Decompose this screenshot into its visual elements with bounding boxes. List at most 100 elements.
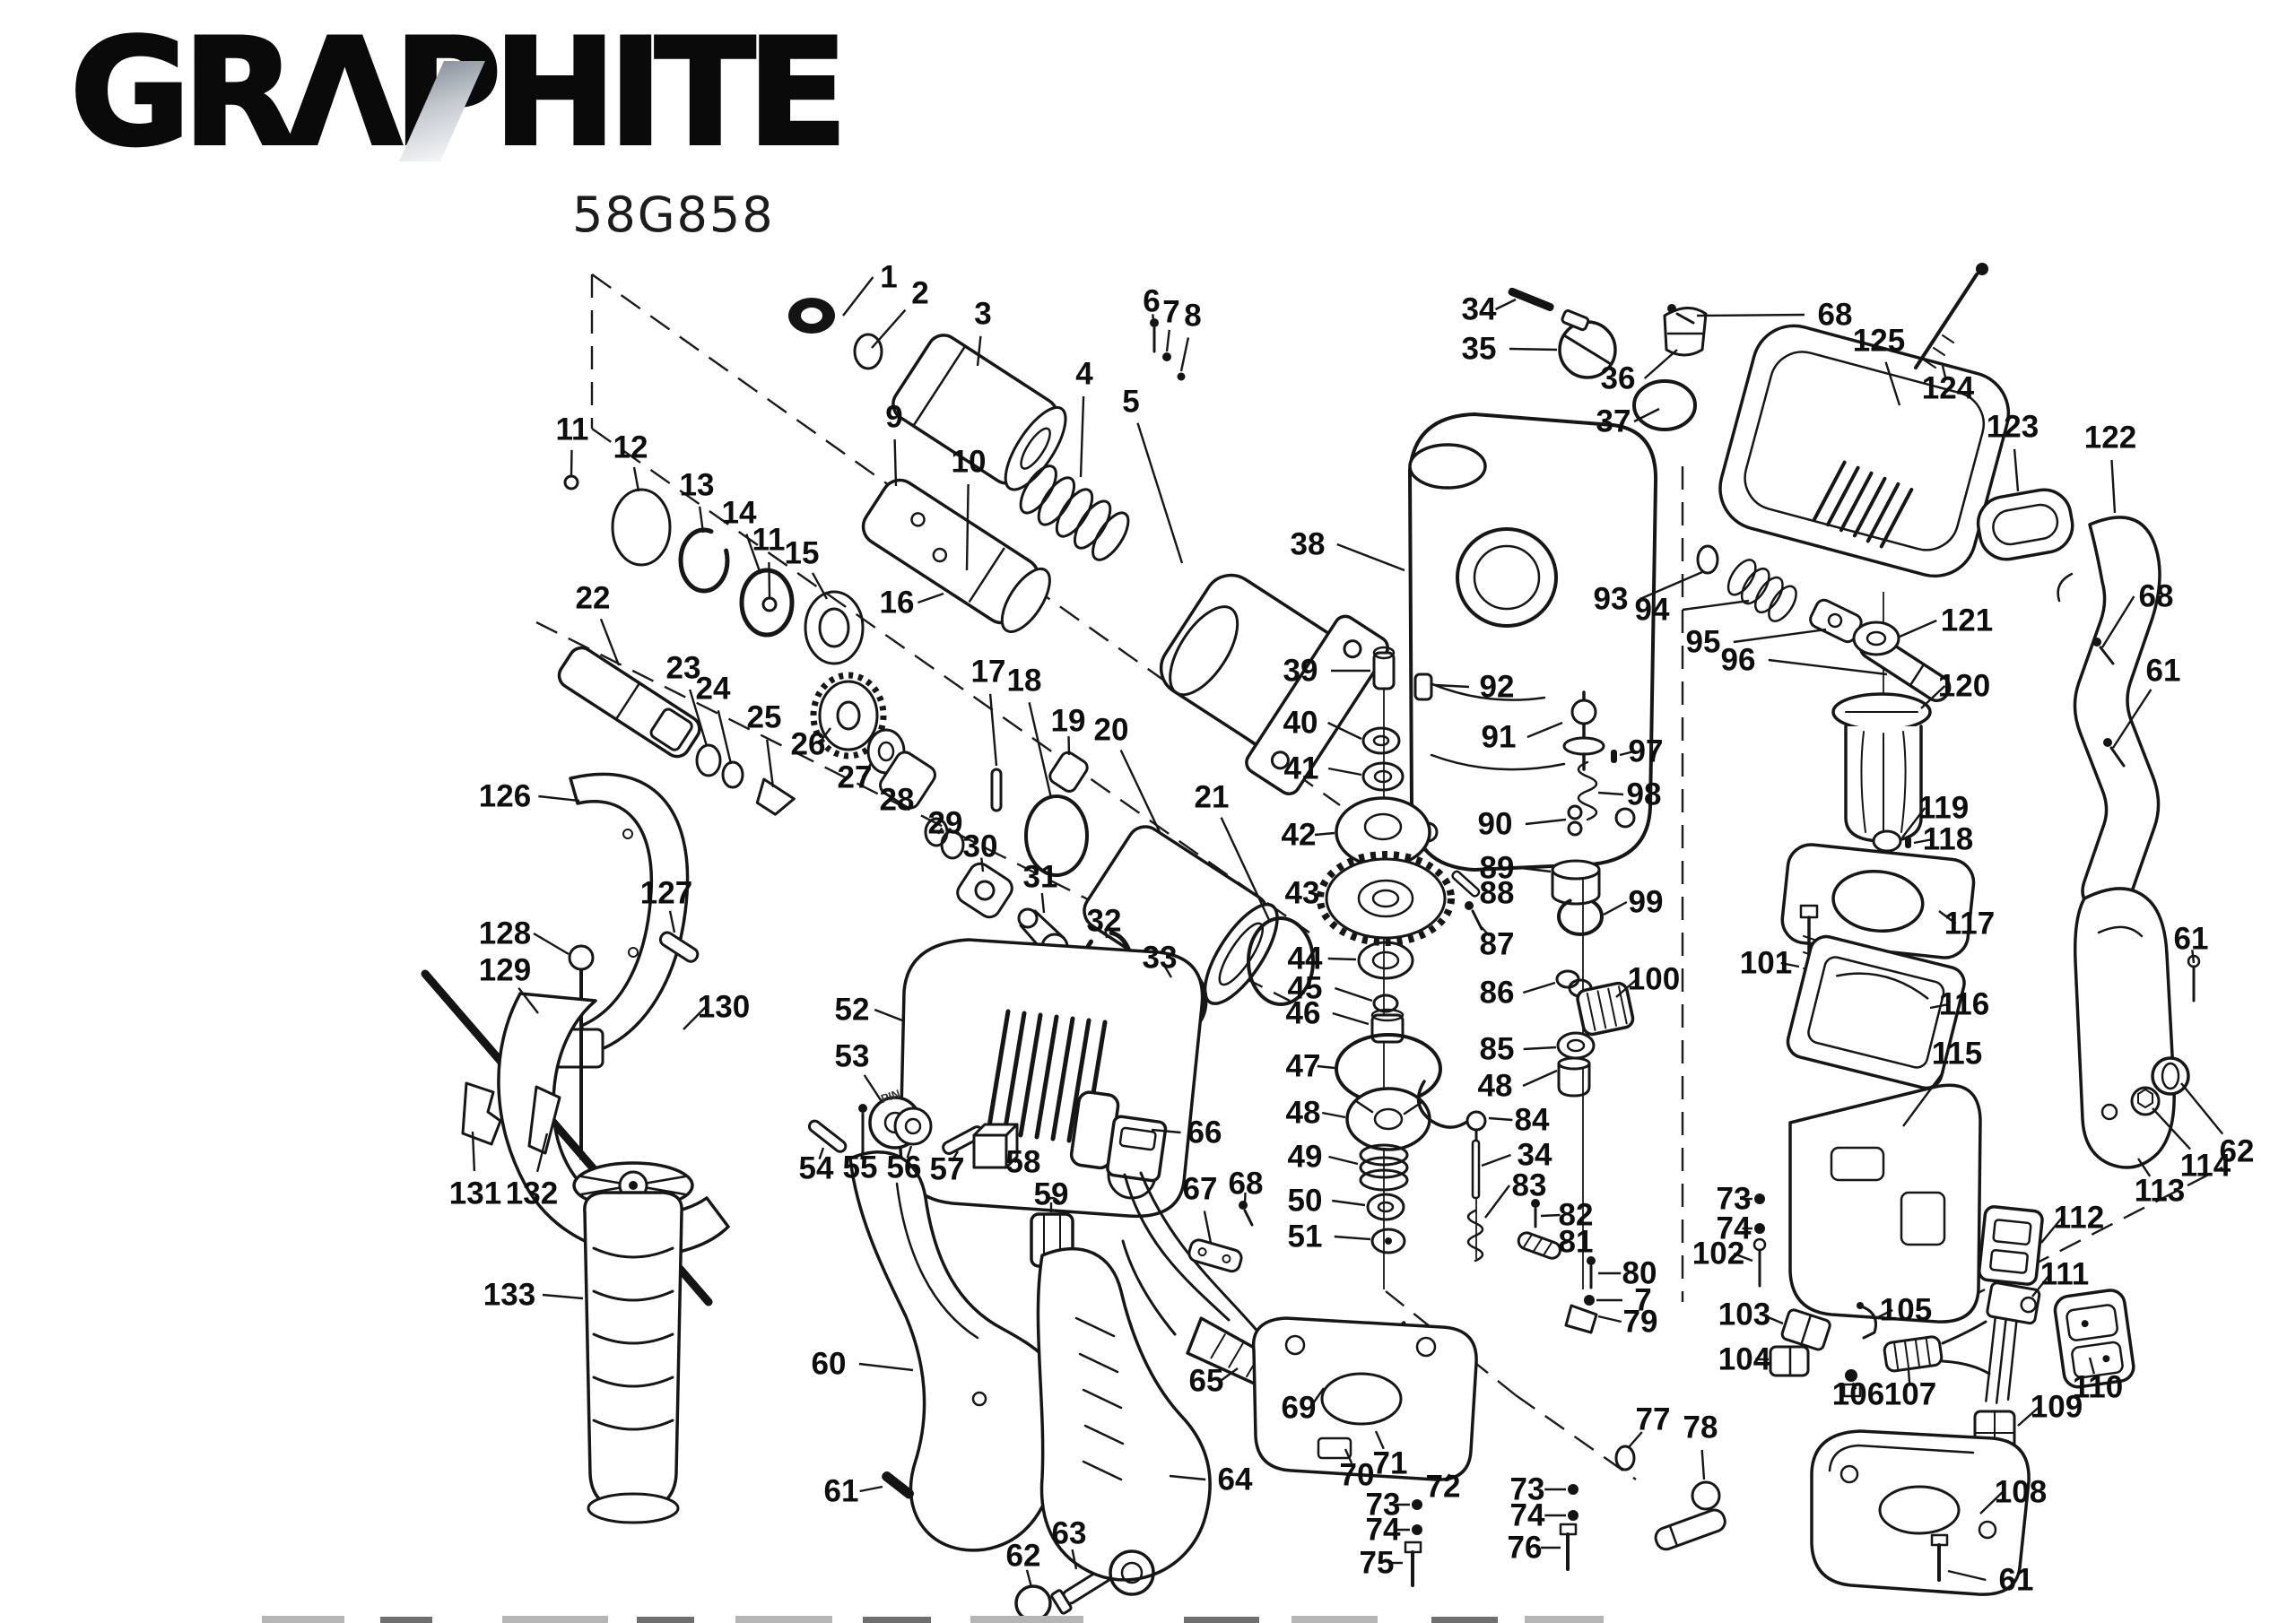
leader-line xyxy=(1152,314,1156,331)
leader-line xyxy=(1901,807,1926,838)
part-number: 111 xyxy=(2040,1257,2090,1292)
part-number: 89 xyxy=(1480,851,1515,886)
leader-line xyxy=(1243,1192,1247,1204)
part-number: 3 xyxy=(974,297,991,332)
leader-line xyxy=(599,618,621,666)
part-number: 88 xyxy=(1480,876,1515,911)
part-number: 81 xyxy=(1559,1225,1594,1260)
part-number: 15 xyxy=(785,536,820,571)
leader-line xyxy=(1597,791,1624,796)
part-number: 73 xyxy=(1510,1472,1545,1507)
part-number: 16 xyxy=(880,586,915,621)
part-number: 23 xyxy=(666,651,701,686)
part-number: 25 xyxy=(747,700,782,735)
leader-line xyxy=(1700,1449,1706,1480)
part-number: 22 xyxy=(576,581,611,616)
leader-line xyxy=(1615,978,1638,998)
leader-line xyxy=(1733,628,1827,644)
part-number: 106 xyxy=(1832,1377,1884,1412)
leader-line xyxy=(1067,736,1071,756)
gearbox-housing-parts xyxy=(1408,287,1952,872)
part-number: 74 xyxy=(1510,1498,1545,1533)
part-number: 45 xyxy=(1288,971,1323,1006)
leader-line xyxy=(937,827,944,835)
part-number: 34 xyxy=(1518,1138,1552,1173)
leader-line xyxy=(1522,981,1556,994)
spring-4 xyxy=(1019,464,1130,561)
leader-line xyxy=(1336,542,1405,572)
leader-line xyxy=(817,727,831,745)
part-number: 17 xyxy=(971,655,1006,690)
part-number: 28 xyxy=(880,783,915,818)
leader-line xyxy=(1071,1549,1078,1570)
part-number: 113 xyxy=(2135,1174,2185,1209)
part-number: 108 xyxy=(1995,1475,2047,1510)
part-number: 123 xyxy=(1987,410,2039,445)
leader-line xyxy=(1079,395,1085,478)
part-number: 79 xyxy=(1623,1305,1658,1340)
leader-line xyxy=(1119,750,1162,835)
leader-line xyxy=(1220,1367,1239,1382)
part-number: 70 xyxy=(1340,1458,1375,1493)
part-number: 103 xyxy=(1718,1298,1770,1332)
part-number: 98 xyxy=(1627,777,1662,812)
part-number: 75 xyxy=(1360,1546,1395,1581)
leader-line xyxy=(980,857,985,872)
leader-line xyxy=(1163,966,1173,978)
leader-line xyxy=(1523,1046,1557,1051)
leader-line xyxy=(976,335,982,367)
part-number: 20 xyxy=(1094,713,1129,748)
leader-line xyxy=(533,932,570,956)
part-number: 101 xyxy=(1740,946,1792,981)
leader-line xyxy=(1520,866,1552,873)
part-number: 19 xyxy=(1051,704,1086,739)
leader-line xyxy=(861,761,874,778)
leader-line xyxy=(1332,1199,1366,1207)
part-number: 59 xyxy=(1034,1177,1069,1212)
leader-line xyxy=(1696,313,1805,317)
leader-line xyxy=(683,1006,707,1030)
leader-line xyxy=(1509,347,1558,352)
leader-line xyxy=(1136,422,1184,564)
leader-line xyxy=(1597,1315,1622,1324)
leader-line xyxy=(1899,619,1937,638)
part-number: 18 xyxy=(1007,664,1042,699)
part-number: 127 xyxy=(640,876,692,911)
part-number: 62 xyxy=(1006,1539,1041,1574)
logo-stylized-a: Λ xyxy=(286,7,404,178)
part-number: 61 xyxy=(2146,654,2181,689)
motor-cover-parts: PIN xyxy=(807,938,1266,1341)
part-number: 43 xyxy=(1285,876,1320,911)
part-number: 73 xyxy=(1366,1488,1401,1523)
part-number: 120 xyxy=(1938,669,1990,704)
leader-line xyxy=(1481,885,1492,894)
leader-line xyxy=(2152,1107,2191,1150)
leader-line xyxy=(2100,595,2135,648)
part-number: 40 xyxy=(1283,706,1318,741)
part-number: 63 xyxy=(1052,1516,1087,1551)
part-number: 71 xyxy=(1373,1446,1408,1481)
part-number: 61 xyxy=(1999,1563,2034,1598)
switch-66 xyxy=(1069,1090,1168,1183)
leader-line xyxy=(2013,448,2020,492)
part-number: 42 xyxy=(1282,818,1317,853)
part-number: 126 xyxy=(479,779,531,814)
leader-line xyxy=(2180,1082,2224,1135)
part-number: 66 xyxy=(1187,1115,1222,1150)
part-number: 119 xyxy=(1918,791,1969,826)
graphite-logo: GRΛPHITE xyxy=(68,18,849,169)
aux-handle-parts xyxy=(421,772,730,1524)
part-number: 7 xyxy=(1162,295,1179,330)
part-number: 107 xyxy=(1884,1377,1936,1412)
leader-line xyxy=(1639,570,1703,601)
part-number: 49 xyxy=(1288,1140,1323,1175)
leader-line xyxy=(2111,689,2152,749)
leader-line xyxy=(1619,750,1635,757)
leader-line xyxy=(1327,721,1362,741)
part-number: 68 xyxy=(1818,298,1853,333)
part-number: 69 xyxy=(1282,1391,1317,1426)
leader-line xyxy=(1682,599,1750,612)
leader-line xyxy=(918,592,944,604)
